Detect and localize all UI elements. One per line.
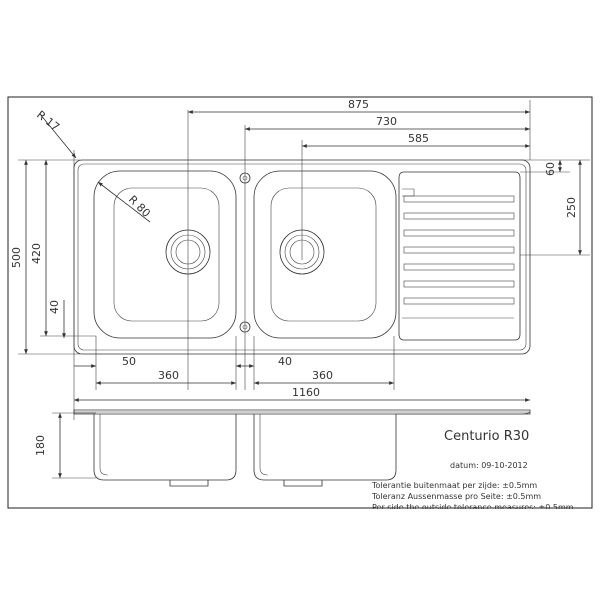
dim-730: 730 xyxy=(376,115,397,128)
dim-1160: 1160 xyxy=(292,386,320,399)
dim-180: 180 xyxy=(34,435,47,456)
dim-875: 875 xyxy=(348,98,369,111)
right-bowl-inner xyxy=(270,187,377,322)
dim-420: 420 xyxy=(30,243,43,264)
dim-250: 250 xyxy=(565,197,578,218)
right-bowl-outer xyxy=(253,170,397,339)
dim-40-side: 40 xyxy=(48,300,61,314)
dim-50: 50 xyxy=(122,355,136,368)
model-name: Centurio R30 xyxy=(444,429,529,444)
left-bowl-outer xyxy=(93,170,237,339)
tolerance-line-en: Per side the outside tolerance measures:… xyxy=(372,503,574,512)
tolerance-line-de: Toleranz Aussenmasse pro Seite: ±0.5mm xyxy=(371,492,541,501)
dim-40-bottom: 40 xyxy=(278,355,292,368)
dim-585: 585 xyxy=(408,132,429,145)
drawing-frame xyxy=(7,96,593,509)
dimension-lines xyxy=(18,100,590,479)
lower-blank-area xyxy=(0,509,600,600)
drainer-area xyxy=(398,171,521,341)
dim-360-right: 360 xyxy=(312,369,333,382)
sink-side-view xyxy=(73,409,531,487)
radius-17: R 17 xyxy=(34,108,62,134)
sink-top-view xyxy=(73,110,531,390)
dim-500: 500 xyxy=(10,247,23,268)
left-bowl-inner xyxy=(113,187,220,322)
drawing-date: datum: 09-10-2012 xyxy=(450,461,528,470)
dim-360-left: 360 xyxy=(158,369,179,382)
tolerance-line-nl: Tolerantie buitenmaat per zijde: ±0.5mm xyxy=(371,481,537,490)
dim-60: 60 xyxy=(544,162,557,176)
